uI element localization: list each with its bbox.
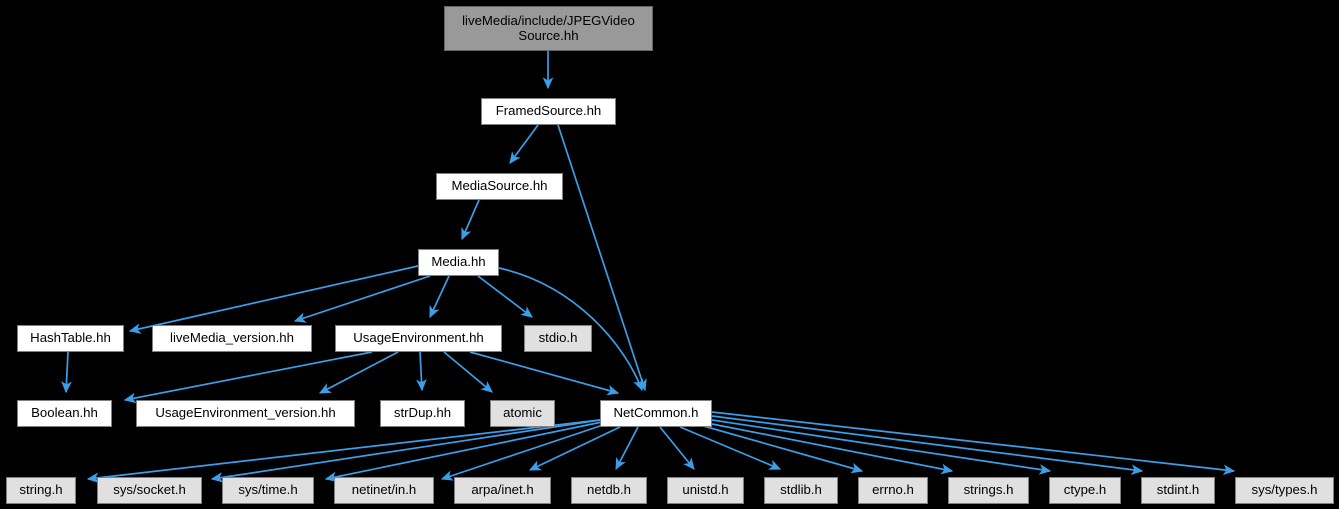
graph-edge-netcommon-to-strings (711, 423, 954, 475)
graph-edge-netcommon-to-stdint (711, 415, 1144, 475)
graph-node-atomic[interactable]: atomic (490, 400, 555, 427)
graph-node-netinetin[interactable]: netinet/in.h (334, 477, 434, 504)
graph-edge-media-to-netcommon (498, 267, 644, 392)
graph-edge-netcommon-to-systypes (711, 411, 1236, 476)
graph-node-boolean[interactable]: Boolean.hh (17, 400, 112, 427)
graph-node-strings[interactable]: strings.h (948, 477, 1029, 504)
graph-edge-framed-to-mediasource (509, 124, 539, 164)
graph-edge-media-to-hashtable (128, 265, 419, 334)
graph-edge-netcommon-to-ctype (711, 419, 1052, 475)
graph-edge-framed-to-netcommon (557, 124, 647, 392)
graph-edge-netcommon-to-unistd (659, 426, 695, 470)
graph-node-root[interactable]: liveMedia/include/JPEGVideo Source.hh (444, 6, 653, 51)
graph-node-netdb[interactable]: netdb.h (571, 477, 647, 504)
graph-edge-netcommon-to-netinetin (440, 423, 607, 481)
graph-node-stdint[interactable]: stdint.h (1141, 477, 1215, 504)
graph-node-framed[interactable]: FramedSource.hh (481, 98, 616, 125)
graph-edge-usageenv-to-atomic (443, 351, 493, 393)
graph-node-string[interactable]: string.h (6, 477, 76, 504)
graph-node-mediasource[interactable]: MediaSource.hh (436, 173, 563, 200)
graph-edge-usageenv-to-uenvversion (318, 351, 399, 394)
graph-edge-media-to-stdio (477, 275, 533, 318)
graph-node-syssocket[interactable]: sys/socket.h (97, 477, 202, 504)
graph-node-usageenv[interactable]: UsageEnvironment.hh (335, 325, 502, 352)
graph-edge-netcommon-to-systime (324, 421, 603, 483)
graph-node-strdup[interactable]: strDup.hh (380, 400, 465, 427)
graph-edge-media-to-lmversion (293, 275, 431, 323)
graph-edge-netcommon-to-syssocket (210, 419, 601, 483)
graph-node-ctype[interactable]: ctype.h (1049, 477, 1121, 504)
graph-node-netcommon[interactable]: NetCommon.h (600, 400, 712, 427)
graph-node-stdlib[interactable]: stdlib.h (764, 477, 838, 504)
graph-node-uenvversion[interactable]: UsageEnvironment_version.hh (136, 400, 355, 427)
graph-node-lmversion[interactable]: liveMedia_version.hh (152, 325, 312, 352)
graph-node-systime[interactable]: sys/time.h (222, 477, 314, 504)
graph-edge-hashtable-to-boolean (61, 351, 72, 394)
graph-node-systypes[interactable]: sys/types.h (1235, 477, 1334, 504)
graph-edge-netcommon-to-stdlib (679, 426, 782, 470)
graph-edge-usageenv-to-netcommon (469, 351, 620, 396)
graph-node-stdio[interactable]: stdio.h (524, 325, 592, 352)
graph-edge-netcommon-to-arpainet (528, 426, 621, 471)
graph-node-hashtable[interactable]: HashTable.hh (17, 325, 124, 352)
graph-edge-netcommon-to-string (86, 419, 601, 484)
graph-node-errno[interactable]: errno.h (858, 477, 928, 504)
graph-edge-mediasource-to-media (461, 199, 480, 241)
graph-edge-netcommon-to-errno (699, 424, 864, 474)
graph-edge-usageenv-to-strdup (416, 351, 427, 392)
graph-node-media[interactable]: Media.hh (418, 249, 499, 276)
graph-node-unistd[interactable]: unistd.h (667, 477, 744, 504)
graph-edge-media-to-usageenv (429, 275, 450, 319)
graph-edge-usageenv-to-boolean (123, 351, 373, 404)
graph-edge-netcommon-to-netdb (615, 426, 639, 471)
graph-node-arpainet[interactable]: arpa/inet.h (454, 477, 551, 504)
